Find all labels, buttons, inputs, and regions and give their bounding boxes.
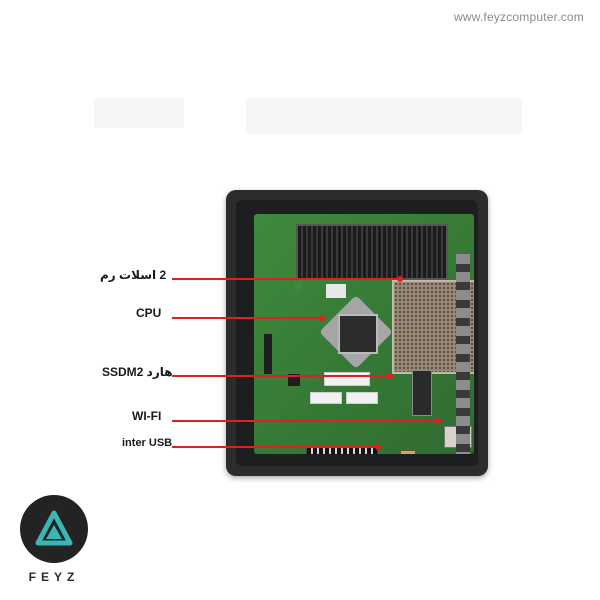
callout-dot-cpu <box>319 315 325 321</box>
feyz-logo <box>20 495 88 563</box>
cpu-chip <box>338 314 378 354</box>
callout-label-ram: 2 اسلات رم <box>100 268 167 282</box>
callout-line-cpu <box>172 317 322 319</box>
callout-line-wifi <box>172 420 438 422</box>
callout-label-ssd: هارد SSDM2 <box>102 365 173 379</box>
internal-usb-port <box>400 450 416 454</box>
site-url[interactable]: www.feyzcomputer.com <box>453 10 584 24</box>
board-sticker <box>346 392 378 404</box>
mini-pc-device <box>226 190 488 476</box>
callout-line-usb <box>172 446 378 448</box>
board-chip <box>264 334 272 374</box>
callout-dot-ram <box>397 276 403 282</box>
logo-text: FEYZ <box>28 570 80 584</box>
callout-dot-usb <box>375 444 381 450</box>
heatsink-fins <box>296 224 448 280</box>
side-io-ports <box>456 254 470 454</box>
callout-dot-ssd <box>387 373 393 379</box>
callout-label-wifi: WI-FI <box>132 409 162 423</box>
placeholder-box-left <box>94 98 184 128</box>
callout-line-ssd <box>172 375 390 377</box>
board-sticker <box>310 392 342 404</box>
callout-label-usb: inter USB <box>122 437 173 449</box>
placeholder-box-right <box>246 98 522 134</box>
feyz-triangle-logo-icon <box>35 510 73 546</box>
motherboard <box>254 214 474 454</box>
callout-label-cpu: CPU <box>136 306 162 320</box>
board-chip <box>288 374 300 386</box>
callout-line-ram <box>172 278 400 280</box>
board-chip <box>326 284 346 298</box>
ssd-m2-module <box>412 370 432 416</box>
callout-dot-wifi <box>435 418 441 424</box>
device-chassis <box>236 200 478 466</box>
